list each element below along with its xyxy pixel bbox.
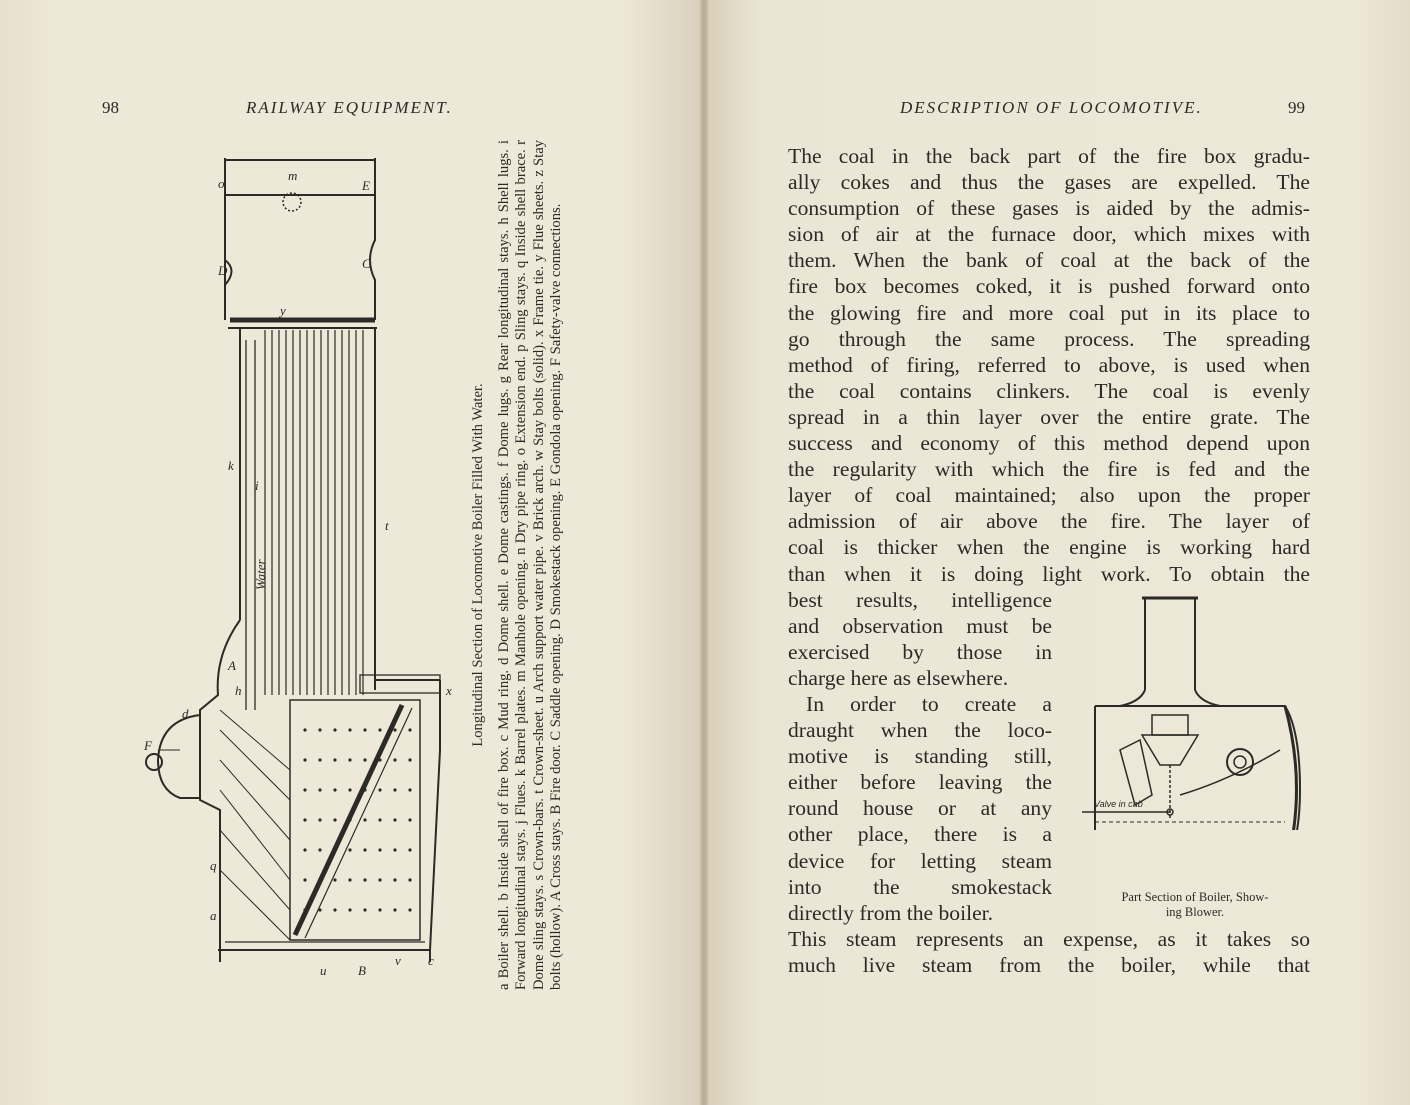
diagram-label-i: i xyxy=(255,478,259,493)
page-number-right: 99 xyxy=(1288,98,1305,117)
text-line: fire box becomes coked, it is pushed for… xyxy=(788,274,1310,299)
text-line: In order to create a xyxy=(806,691,1052,716)
diagram-label-d-upper: D xyxy=(217,263,228,278)
text-line: the regularity with which the fire is fe… xyxy=(788,457,1310,482)
diagram-label-m: m xyxy=(288,168,297,183)
blower-caption: Part Section of Boiler, Show- ing Blower… xyxy=(1074,890,1316,920)
text-line: exercised by those in xyxy=(788,639,1052,664)
text-line: other place, there is a xyxy=(788,822,1052,847)
diagram-label-water: Water xyxy=(253,558,268,590)
text-line: success and economy of this method depen… xyxy=(788,431,1310,456)
text-line: consumption of these gases is aided by t… xyxy=(788,196,1310,221)
valve-label: Valve in cab xyxy=(1094,799,1143,809)
text-line: layer of coal maintained; also upon the … xyxy=(788,483,1310,508)
figure-legend: a Boiler shell. b Inside shell of fire b… xyxy=(495,140,565,990)
blower-caption-line: Part Section of Boiler, Show- xyxy=(1121,890,1269,904)
figure-caption-title: Longitudinal Section of Locomotive Boile… xyxy=(470,383,486,747)
diagram-label-x: x xyxy=(445,683,452,698)
text-line: sion of air at the furnace door, which m… xyxy=(788,222,1310,247)
right-page: DESCRIPTION OF LOCOMOTIVE. 99 The coal i… xyxy=(704,0,1410,1105)
diagram-label-f: F xyxy=(143,738,153,753)
text-line: ally cokes and thus the gases are expell… xyxy=(788,170,1310,195)
diagram-label-q: q xyxy=(210,858,217,873)
text-line: much live steam from the boiler, while t… xyxy=(788,952,1310,977)
diagram-label-y: y xyxy=(278,303,286,318)
book-gutter xyxy=(700,0,708,1105)
text-line: The coal in the back part of the fire bo… xyxy=(788,144,1310,168)
text-line: and observation must be xyxy=(788,613,1052,638)
left-page: 98 RAILWAY EQUIPMENT. xyxy=(0,0,704,1105)
figure-caption-rotated: Longitudinal Section of Locomotive Boile… xyxy=(470,140,566,990)
text-line: the glowing fire and more coal put in it… xyxy=(788,300,1310,325)
text-line: directly from the boiler. xyxy=(788,900,994,925)
body-text: The coal in the back part of the fire bo… xyxy=(788,143,1310,978)
text-line: device for letting steam xyxy=(788,848,1052,873)
text-line: best results, intelligence xyxy=(788,587,1052,612)
running-head-left: RAILWAY EQUIPMENT. xyxy=(246,98,453,117)
text-line: than when it is doing light work. To obt… xyxy=(788,561,1310,586)
diagram-label-c: c xyxy=(428,953,434,968)
diagram-label-a: a xyxy=(210,908,217,923)
text-line: round house or at any xyxy=(788,796,1052,821)
diagram-label-o: o xyxy=(218,176,225,191)
diagram-label-e-upper: E xyxy=(361,178,370,193)
diagram-label-u: u xyxy=(320,963,327,978)
text-line: method of firing, referred to above, is … xyxy=(788,352,1310,377)
text-line: charge here as elsewhere. xyxy=(788,665,1009,690)
text-line: This steam represents an expense, as it … xyxy=(788,926,1310,951)
blower-caption-line: ing Blower. xyxy=(1165,905,1225,919)
text-line: either before leaving the xyxy=(788,770,1052,795)
diagram-label-b: B xyxy=(358,963,366,978)
page-number-left: 98 xyxy=(102,98,119,117)
boiler-section-diagram: o m E D C y k i t A h Water d F q a u B … xyxy=(143,158,452,978)
running-head-right: DESCRIPTION OF LOCOMOTIVE. xyxy=(900,98,1203,117)
text-line: the coal contains clinkers. The coal is … xyxy=(788,378,1310,403)
diagram-label-t: t xyxy=(385,518,389,533)
text-line: spread in a thin layer over the entire g… xyxy=(788,404,1310,429)
diagram-label-k: k xyxy=(228,458,234,473)
diagram-label-v: v xyxy=(395,953,401,968)
text-line: into the smokestack xyxy=(788,874,1052,899)
blower-diagram: Valve in cab xyxy=(1082,596,1302,830)
diagram-label-a-cross: A xyxy=(227,658,236,673)
text-line: coal is thicker when the engine is worki… xyxy=(788,535,1310,560)
diagram-label-d: d xyxy=(182,706,189,721)
text-line: draught when the loco- xyxy=(788,718,1052,743)
diagram-label-c-upper: C xyxy=(362,256,371,271)
text-line: admission of air above the fire. The lay… xyxy=(788,509,1310,534)
text-line: them. When the bank of coal at the back … xyxy=(788,248,1310,273)
diagram-label-h: h xyxy=(235,683,242,698)
text-line: go through the same process. The spreadi… xyxy=(788,326,1310,351)
text-line: motive is standing still, xyxy=(788,744,1052,769)
